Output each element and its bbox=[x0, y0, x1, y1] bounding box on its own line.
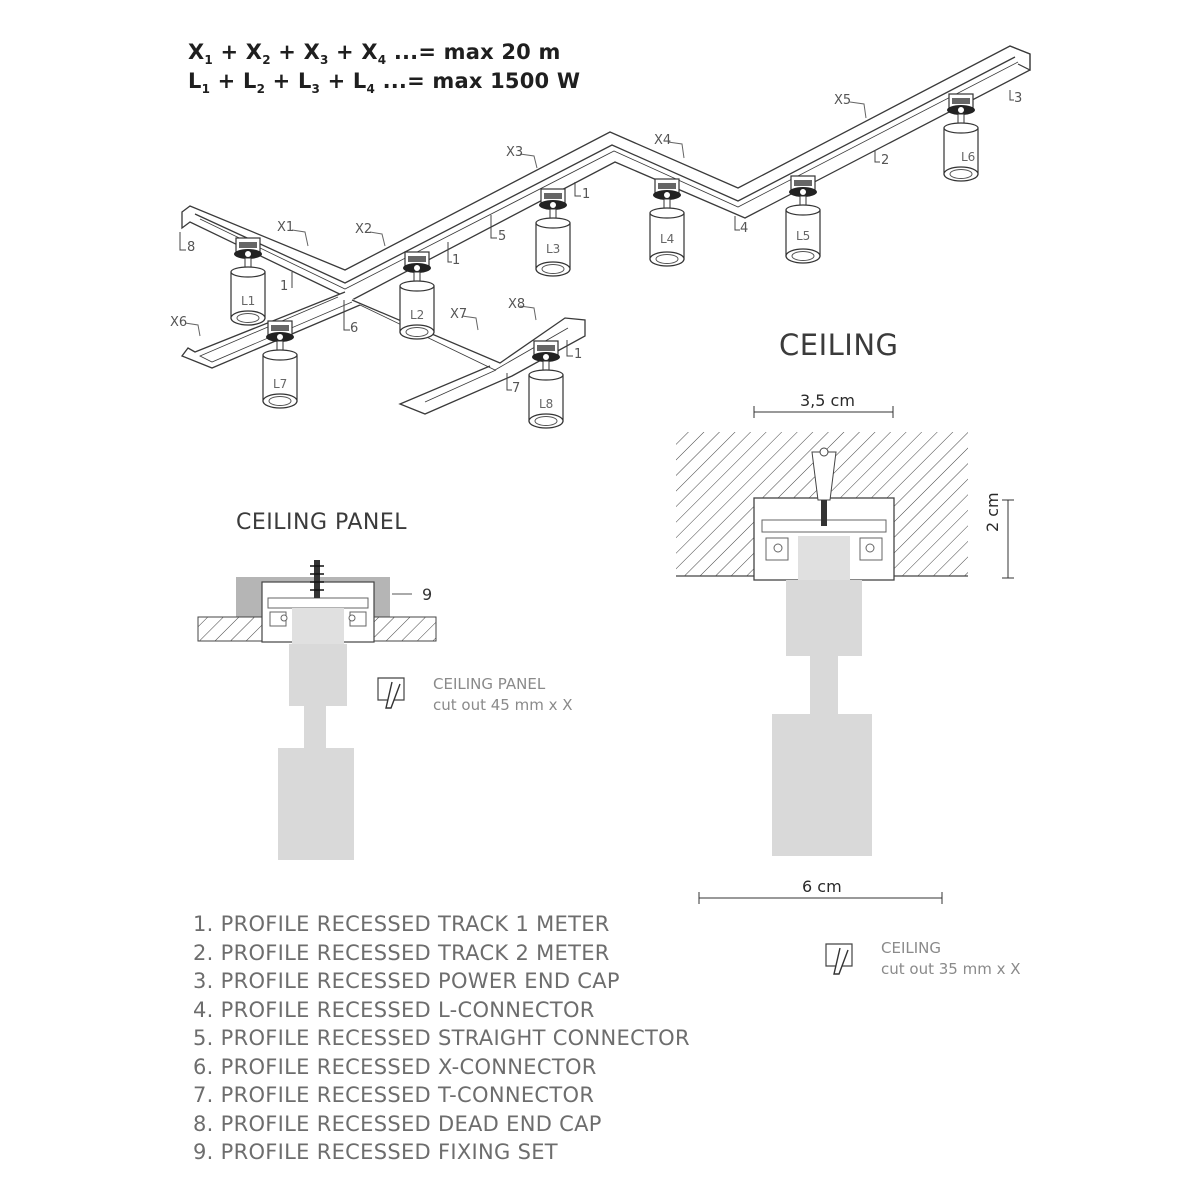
callout-9: 9 bbox=[422, 585, 432, 604]
callout-2: 2 bbox=[881, 153, 889, 168]
callout-1: 1 bbox=[574, 347, 582, 362]
note-line: CEILING bbox=[881, 939, 941, 957]
callout-8: 8 bbox=[187, 240, 195, 255]
segment-labels bbox=[184, 101, 867, 337]
list-item: 1. PROFILE RECESSED TRACK 1 METER bbox=[193, 912, 610, 936]
segment-label: X8 bbox=[508, 297, 525, 312]
parts-list: 1. PROFILE RECESSED TRACK 1 METER 2. PRO… bbox=[193, 910, 690, 1167]
list-item: 4. PROFILE RECESSED L-CONNECTOR bbox=[193, 997, 595, 1022]
lamp-L5: L5 bbox=[785, 175, 821, 264]
segment-label: X2 bbox=[355, 222, 372, 237]
callout-1: 1 bbox=[452, 253, 460, 268]
note-line: cut out 35 mm x X bbox=[881, 960, 1021, 978]
callout-4: 4 bbox=[740, 221, 748, 236]
lamp-label: L5 bbox=[796, 229, 810, 243]
note-line: CEILING PANEL bbox=[433, 675, 546, 693]
segment-label: X1 bbox=[277, 220, 294, 235]
list-item: 5. PROFILE RECESSED STRAIGHT CONNECTOR bbox=[193, 1026, 690, 1050]
callout-1: 1 bbox=[280, 279, 288, 294]
lamp-L1: L1 bbox=[230, 237, 266, 326]
lamp-label: L4 bbox=[660, 232, 674, 246]
lamp-L8: L8 bbox=[528, 340, 564, 429]
lamp-L6: L6 bbox=[943, 93, 979, 182]
lamps: L1 L2 L3 L4 L5 L6 L7 L8 bbox=[230, 93, 979, 429]
segment-label: X5 bbox=[834, 93, 851, 108]
segment-label: X6 bbox=[170, 315, 187, 330]
dimension-height: 2 cm bbox=[983, 492, 1002, 532]
segment-label: X3 bbox=[506, 145, 523, 160]
list-item: 7. PROFILE RECESSED T-CONNECTOR bbox=[193, 1083, 595, 1107]
callout-3: 3 bbox=[1014, 91, 1022, 106]
lamp-L4: L4 bbox=[649, 178, 685, 267]
callout-1: 1 bbox=[582, 187, 590, 202]
dimension-width-bottom: 6 cm bbox=[802, 877, 842, 896]
ceiling-cutout-note: CEILING cut out 35 mm x X bbox=[881, 938, 1021, 980]
saw-cut-icon bbox=[825, 943, 853, 975]
callout-5: 5 bbox=[498, 229, 506, 244]
lamp-label: L2 bbox=[410, 308, 424, 322]
track-callout-numbers: 8 1 6 1 5 1 4 2 3 7 1 bbox=[187, 91, 1022, 396]
track-callouts bbox=[179, 90, 1014, 391]
ceiling-panel-section: 9 bbox=[197, 560, 437, 860]
list-item: 6. PROFILE RECESSED X-CONNECTOR bbox=[193, 1054, 597, 1079]
lamp-label: L6 bbox=[961, 150, 975, 164]
ceiling-section bbox=[676, 406, 1014, 904]
length-formula: X1 + X2 + X3 + X4 ...= max 20 m bbox=[188, 40, 561, 68]
segment-label: X7 bbox=[450, 307, 467, 322]
segment-label-texts: X1 X2 X3 X4 X5 X6 X7 X8 bbox=[170, 93, 851, 330]
lamp-L7: L7 bbox=[262, 320, 298, 409]
note-line: cut out 45 mm x X bbox=[433, 696, 573, 714]
lamp-label: L7 bbox=[273, 377, 287, 391]
ceiling-title: CEILING bbox=[779, 328, 899, 362]
lamp-label: L1 bbox=[241, 294, 255, 308]
ceiling-panel-cutout-note: CEILING PANEL cut out 45 mm x X bbox=[433, 674, 573, 716]
dimension-width-top: 3,5 cm bbox=[800, 391, 855, 410]
saw-cut-icon bbox=[377, 677, 405, 709]
lamp-label: L3 bbox=[546, 242, 560, 256]
list-item: 9. PROFILE RECESSED FIXING SET bbox=[193, 1140, 558, 1164]
lamp-label: L8 bbox=[539, 397, 553, 411]
lamp-L3: L3 bbox=[535, 188, 571, 277]
lamp-L2: L2 bbox=[399, 251, 435, 340]
ceiling-panel-title: CEILING PANEL bbox=[236, 510, 408, 535]
list-item: 3. PROFILE RECESSED POWER END CAP bbox=[193, 969, 620, 993]
power-formula: L1 + L2 + L3 + L4 ...= max 1500 W bbox=[188, 69, 581, 97]
list-item: 2. PROFILE RECESSED TRACK 2 METER bbox=[193, 940, 610, 965]
callout-7: 7 bbox=[512, 381, 520, 396]
track-layout bbox=[180, 45, 1031, 415]
segment-label: X4 bbox=[654, 133, 671, 148]
callout-6: 6 bbox=[350, 321, 358, 336]
list-item: 8. PROFILE RECESSED DEAD END CAP bbox=[193, 1111, 602, 1136]
